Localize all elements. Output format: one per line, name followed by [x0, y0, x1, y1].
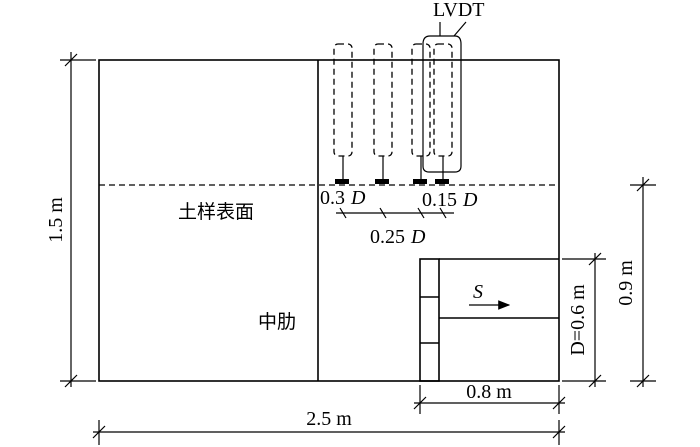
- lvdt-sensor-4: [433, 43, 453, 184]
- height-dimension-1-5m: [60, 52, 96, 388]
- footing-height-dimension: [562, 252, 606, 388]
- spacing-dimension-0-25: [336, 207, 454, 219]
- lvdt-label: LVDT: [433, 0, 484, 21]
- footing-width-dimension: [413, 385, 566, 414]
- height-dimension-0-9m: [630, 177, 656, 388]
- height-label-0-9m: 0.9 m: [615, 260, 637, 306]
- movement-label: S: [473, 281, 483, 303]
- middle-rib-label: 中肋: [258, 311, 296, 333]
- lvdt-sensor-3: [411, 43, 431, 184]
- lvdt-callout-bracket: [422, 35, 462, 173]
- footing-height-label: D=0.6 m: [567, 284, 589, 356]
- height-label-1-5m: 1.5 m: [45, 197, 67, 243]
- lvdt-leader-right: [453, 21, 467, 37]
- lvdt-sensor-1: [333, 43, 353, 184]
- footing-block: [419, 258, 559, 382]
- footing-width-label: 0.8 m: [466, 381, 512, 403]
- soil-tank-outline: [98, 59, 560, 382]
- soil-surface-label: 土样表面: [178, 201, 254, 223]
- width-label-2-5m: 2.5 m: [306, 408, 352, 430]
- lvdt-sensor-2: [373, 43, 393, 184]
- width-dimension-2-5m: [92, 420, 566, 445]
